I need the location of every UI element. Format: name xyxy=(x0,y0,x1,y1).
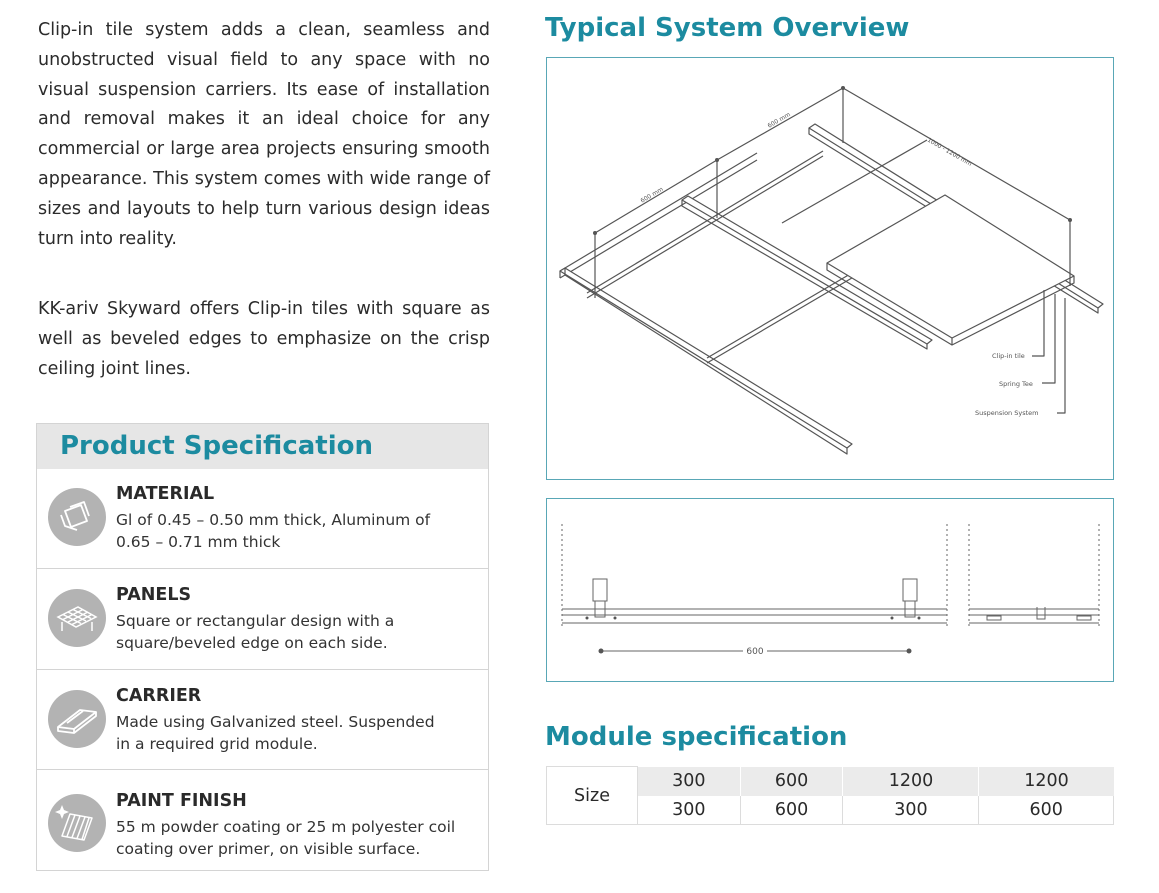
table-row: 300 600 300 600 xyxy=(547,795,1114,825)
table-cell: 600 xyxy=(739,766,843,796)
module-specification-title: Module specification xyxy=(545,722,848,752)
spec-item-carrier: CARRIER Made using Galvanized steel. Sus… xyxy=(37,669,488,770)
size-row-label: Size xyxy=(546,766,638,825)
product-specification-panel: Product Specification MATERIAL Gl of 0.4… xyxy=(36,423,489,871)
section-dimension-label: 600 xyxy=(746,647,763,657)
table-cell: 600 xyxy=(739,795,843,825)
paint-finish-icon xyxy=(48,794,106,852)
table-cell: 1200 xyxy=(842,766,979,796)
spec-description: Gl of 0.45 – 0.50 mm thick, Aluminum of … xyxy=(116,511,431,551)
spec-description: Made using Galvanized steel. Suspended i… xyxy=(116,713,435,753)
spec-name: CARRIER xyxy=(116,686,202,706)
intro-paragraph-1: Clip-in tile system adds a clean, seamle… xyxy=(38,20,490,249)
table-cell: 300 xyxy=(637,795,741,825)
system-overview-diagram: 600 mm 600 mm 1000 - 1200 mm Clip-in til… xyxy=(546,57,1114,480)
spec-name: PAINT FINISH xyxy=(116,791,247,811)
table-cell: 300 xyxy=(637,766,741,796)
table-cell: 300 xyxy=(842,795,979,825)
section-detail-diagram: 600 xyxy=(546,498,1114,682)
dimension-label: 1000 - 1200 mm xyxy=(926,137,973,168)
table-row: Size 300 600 1200 1200 xyxy=(546,766,1114,825)
dimension-label: 600 mm xyxy=(639,186,664,205)
spring-tee-label: Spring Tee xyxy=(999,380,1033,388)
spec-item-paint-finish: PAINT FINISH 55 m powder coating or 25 m… xyxy=(37,769,488,872)
table-cell: 600 xyxy=(978,795,1114,825)
spec-description: Square or rectangular design with a squa… xyxy=(116,612,395,652)
material-sheets-icon xyxy=(48,488,106,546)
overview-title: Typical System Overview xyxy=(545,13,910,43)
carrier-rail-icon xyxy=(48,690,106,748)
module-specification-table: Size 300 600 1200 1200 300 600 300 600 xyxy=(546,766,1114,825)
product-specification-header: Product Specification xyxy=(37,424,488,469)
spec-description: 55 m powder coating or 25 m polyester co… xyxy=(116,818,456,858)
intro-paragraph-2: KK-ariv Skyward offers Clip-in tiles wit… xyxy=(38,299,490,379)
table-cell: 1200 xyxy=(978,766,1114,796)
spec-name: PANELS xyxy=(116,585,192,605)
spec-item-panels: PANELS Square or rectangular design with… xyxy=(37,568,488,670)
spec-item-material: MATERIAL Gl of 0.45 – 0.50 mm thick, Alu… xyxy=(37,468,488,568)
suspension-system-label: Suspension System xyxy=(975,409,1038,417)
dimension-label: 600 mm xyxy=(767,111,792,130)
product-specification-title: Product Specification xyxy=(60,431,373,461)
panel-grid-icon xyxy=(48,589,106,647)
spec-name: MATERIAL xyxy=(116,484,215,504)
clip-in-tile-label: Clip-in tile xyxy=(992,352,1025,360)
